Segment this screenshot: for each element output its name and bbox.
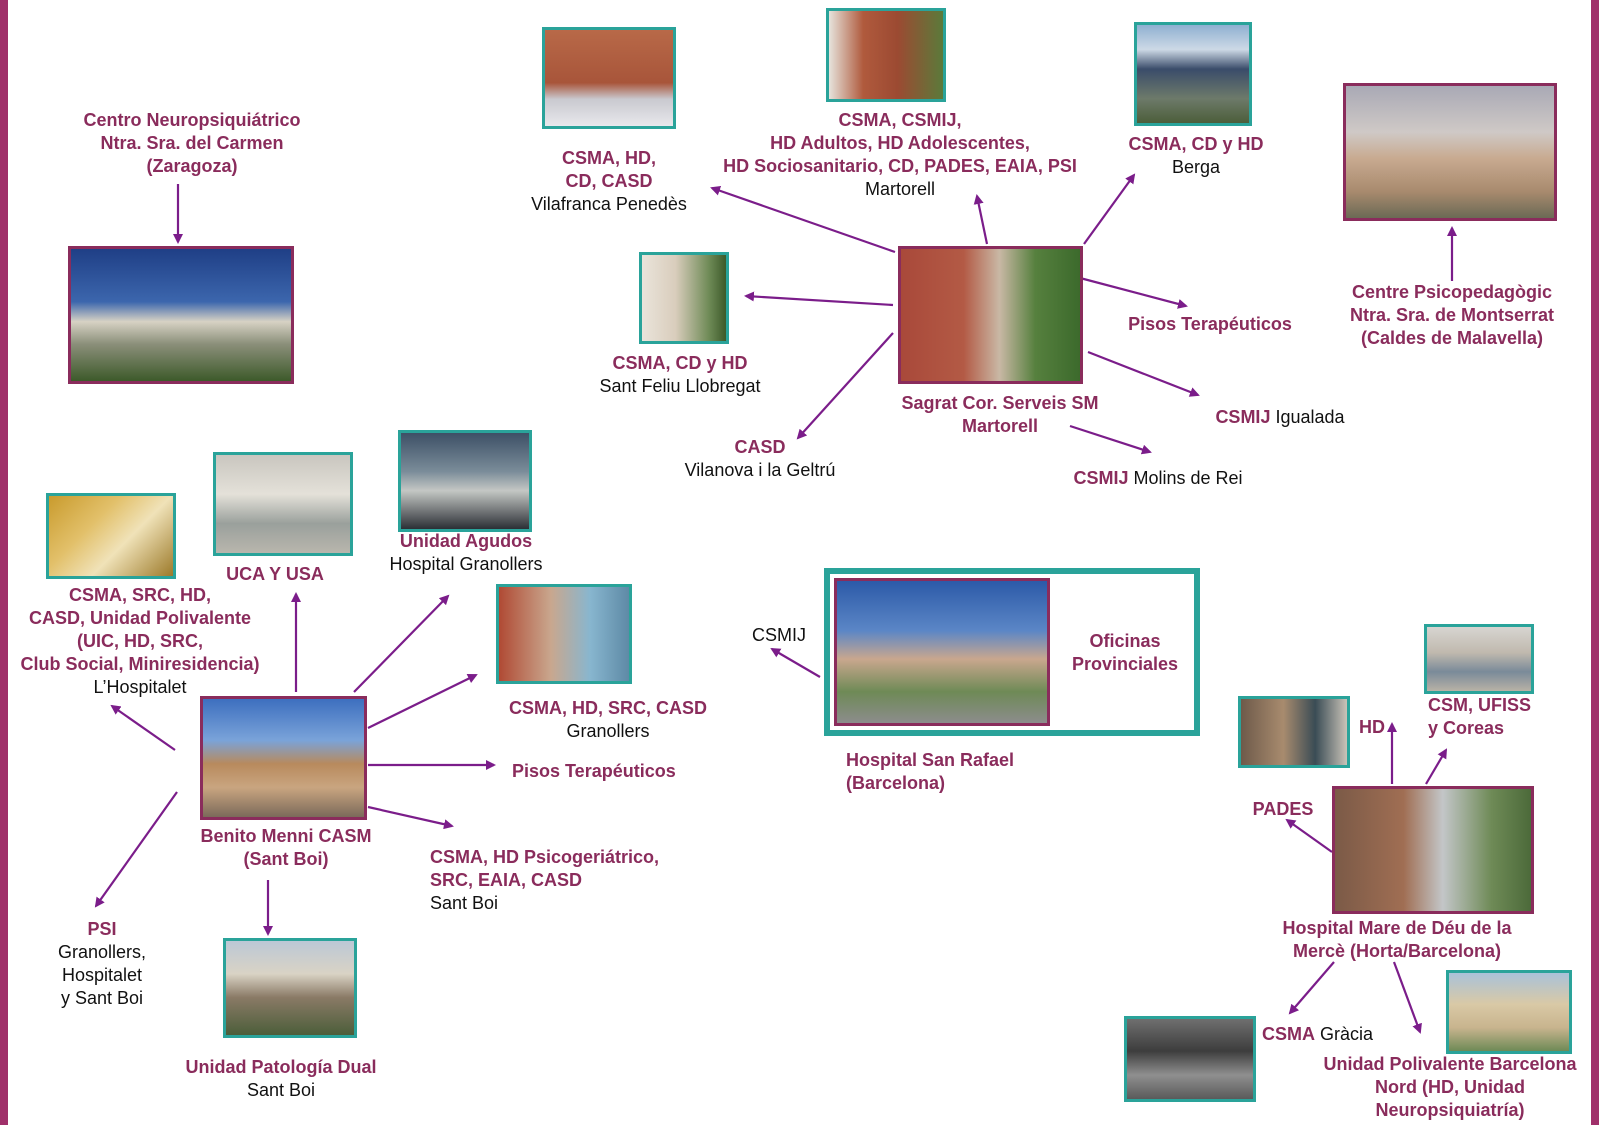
martorell-services-photo	[826, 8, 946, 102]
hd-merce-label: HD	[1359, 717, 1385, 737]
santfeliu-label: CSMA, CD y HD Sant Feliu Llobregat	[599, 353, 761, 396]
berga-label: CSMA, CD y HD Berga	[1128, 134, 1264, 177]
granollers-label: CSMA, HD, SRC, CASD Granollers	[508, 698, 707, 741]
martorell-services-label: CSMA, CSMIJ, HD Adultos, HD Adolescentes…	[723, 110, 1077, 199]
arrow-igualada	[1087, 350, 1200, 397]
gracia-label: CSMA Gràcia	[1262, 1024, 1374, 1044]
zaragoza-photo	[68, 246, 294, 384]
benito-photo	[200, 696, 367, 820]
arrow-pades	[1285, 818, 1333, 853]
uca-photo	[213, 452, 353, 556]
arrow-psi	[94, 791, 178, 908]
hospital-san-rafael-box: Oficinas Provinciales	[824, 568, 1200, 736]
polivalente-photo	[1446, 970, 1572, 1054]
molins-label: CSMIJ Molins de Rei	[1073, 468, 1243, 488]
csm-ufiss-photo	[1424, 624, 1534, 694]
arrow-martorell-services	[973, 194, 989, 245]
zaragoza-label: Centro Neuropsiquiátrico Ntra. Sra. del …	[83, 110, 301, 176]
arrow-csm-ufiss	[1425, 748, 1448, 785]
sagrat-photo	[898, 246, 1083, 384]
sagrat-label: Sagrat Cor. Serveis SM Martorell	[901, 393, 1099, 436]
psi-label: PSI Granollers, Hospitalet y Sant Boi	[57, 919, 147, 1008]
santfeliu-photo	[639, 252, 729, 344]
uca-label: UCA Y USA	[226, 564, 324, 584]
arrow-pisos-martorell	[1079, 276, 1188, 309]
dual-label: Unidad Patología Dual Sant Boi	[185, 1057, 377, 1100]
arrow-agudos	[353, 594, 450, 693]
arrow-berga	[1083, 173, 1136, 245]
oficinas-provinciales-label: Oficinas Provinciales	[1071, 631, 1179, 674]
hospitalet-label: CSMA, SRC, HD, CASD, Unidad Polivalente …	[20, 585, 260, 697]
arrow-gracia	[1288, 961, 1335, 1015]
csm-ufiss-label: CSM, UFISS y Coreas	[1428, 695, 1532, 738]
gracia-photo	[1124, 1016, 1256, 1102]
csmij-sr-label: CSMIJ	[752, 625, 806, 645]
arrow-molins	[1069, 424, 1152, 455]
arrow-vilafranca	[710, 185, 896, 254]
agudos-photo	[398, 430, 532, 532]
vilafranca-label: CSMA, HD, CD, CASD Vilafranca Penedès	[531, 148, 687, 214]
dual-photo	[223, 938, 357, 1038]
montserrat-label: Centre Psicopedagògic Ntra. Sra. de Mont…	[1349, 282, 1555, 348]
right-border	[1591, 0, 1599, 1125]
igualada-label: CSMIJ Igualada	[1215, 407, 1345, 427]
benito-label: Benito Menni CASM (Sant Boi)	[200, 826, 372, 869]
arrow-csmij-sr	[770, 647, 821, 678]
vilanova-label: CASD Vilanova i la Geltrú	[684, 437, 836, 480]
polivalente-label: Unidad Polivalente Barcelona Nord (HD, U…	[1323, 1054, 1577, 1120]
pisos-santboi-label: Pisos Terapéuticos	[512, 761, 676, 781]
arrow-psicogeriatrico	[367, 805, 454, 830]
vilafranca-photo	[542, 27, 676, 129]
arrow-granollers	[367, 674, 478, 729]
arrow-vilanova	[796, 332, 894, 440]
hd-merce-photo	[1238, 696, 1350, 768]
granollers-photo	[496, 584, 632, 684]
berga-photo	[1134, 22, 1252, 126]
psicogeriatrico-label: CSMA, HD Psicogeriátrico, SRC, EAIA, CAS…	[430, 847, 660, 913]
agudos-label: Unidad Agudos Hospital Granollers	[389, 531, 543, 574]
sanrafael-label: Hospital San Rafael (Barcelona)	[846, 750, 1015, 793]
arrow-santfeliu	[744, 291, 894, 307]
arrow-polivalente	[1392, 961, 1422, 1034]
merce-label: Hospital Mare de Déu de la Mercè (Horta/…	[1282, 918, 1512, 961]
left-border	[0, 0, 8, 1125]
montserrat-photo	[1343, 83, 1557, 221]
hospitalet-photo	[46, 493, 176, 579]
pisos-martorell-label: Pisos Terapéuticos	[1128, 314, 1292, 334]
merce-photo	[1332, 786, 1534, 914]
pades-label: PADES	[1252, 799, 1314, 819]
sanrafael-photo	[834, 578, 1050, 726]
arrow-hospitalet	[110, 704, 176, 751]
